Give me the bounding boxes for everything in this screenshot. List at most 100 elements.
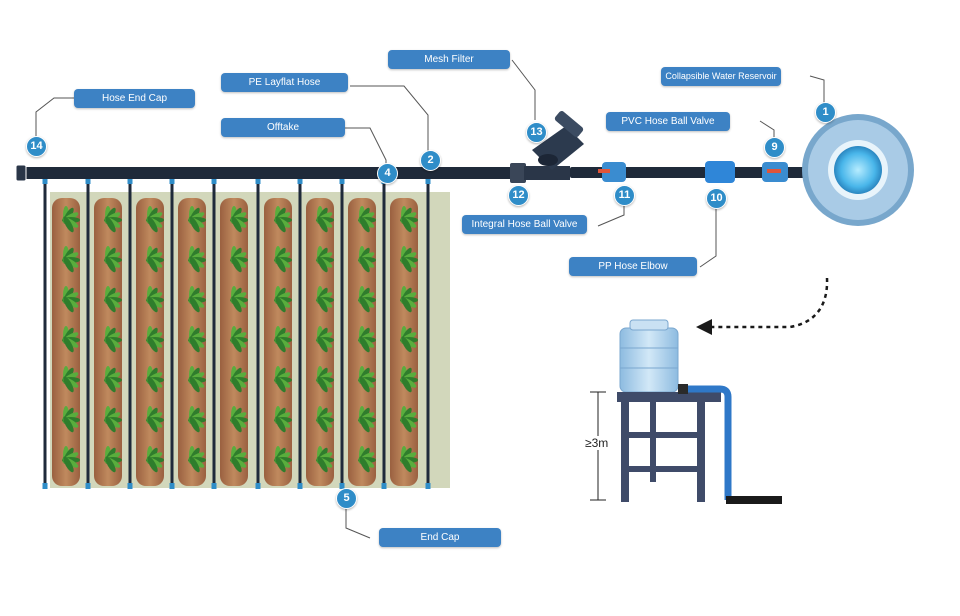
drip-lateral — [298, 178, 302, 486]
badge-2: 2 — [420, 150, 441, 171]
offtake-connector — [127, 177, 133, 184]
plant-icon — [274, 246, 292, 273]
plant-icon — [62, 366, 80, 393]
layflat-hose — [22, 167, 524, 179]
plant-icon — [274, 286, 292, 313]
offtake-connector — [211, 177, 217, 184]
plant-icon — [104, 206, 122, 233]
plant-icon — [188, 286, 206, 313]
integral-valve-icon — [598, 162, 626, 182]
badge-11: 11 — [614, 185, 635, 206]
drip-lateral — [43, 178, 47, 486]
plant-icon — [316, 206, 334, 233]
badge-13: 13 — [526, 122, 547, 143]
offtake-connector — [297, 177, 303, 184]
offtake-connector — [425, 177, 431, 184]
plant-icon — [230, 446, 248, 473]
plant-icon — [274, 366, 292, 393]
drip-lateral — [382, 178, 386, 486]
plant-icon — [230, 286, 248, 313]
label-integral-hose-ball-valve: Integral Hose Ball Valve — [462, 215, 587, 234]
drip-laterals — [42, 177, 431, 489]
plant-icon — [146, 326, 164, 353]
plant-icon — [400, 406, 418, 433]
plant-icon — [104, 246, 122, 273]
callout-9 — [759, 120, 775, 140]
lateral-end-cap — [381, 483, 387, 489]
lateral-end-cap — [255, 483, 261, 489]
plant-icon — [358, 406, 376, 433]
plant-icon — [188, 446, 206, 473]
label-pp-hose-elbow: PP Hose Elbow — [569, 257, 697, 276]
lateral-end-cap — [297, 483, 303, 489]
lateral-end-cap — [42, 483, 48, 489]
label-end-cap: End Cap — [379, 528, 501, 547]
callout-14 — [35, 97, 76, 143]
plant-icon — [358, 246, 376, 273]
drip-lateral — [128, 178, 132, 486]
callout-13 — [511, 59, 536, 120]
plant-icon — [146, 446, 164, 473]
callout-2 — [350, 85, 429, 157]
plant-icon — [274, 446, 292, 473]
plant-icon — [104, 286, 122, 313]
pp-elbow-icon — [705, 161, 735, 183]
plant-icon — [358, 326, 376, 353]
plant-icon — [146, 366, 164, 393]
hose-end-cap — [15, 164, 27, 182]
plants — [62, 206, 418, 473]
drip-lateral — [256, 178, 260, 486]
plant-icon — [146, 206, 164, 233]
label-pe-layflat-hose: PE Layflat Hose — [221, 73, 348, 92]
label-collapsible-water-reservoir: Collapsible Water Reservoir — [661, 67, 781, 86]
plant-icon — [400, 326, 418, 353]
plant-icon — [316, 406, 334, 433]
lateral-end-cap — [425, 483, 431, 489]
plant-icon — [358, 286, 376, 313]
plant-icon — [188, 366, 206, 393]
callout-11 — [597, 202, 625, 227]
plant-icon — [400, 366, 418, 393]
offtake-connector — [85, 177, 91, 184]
label-offtake: Offtake — [221, 118, 345, 137]
drip-lateral — [426, 178, 430, 486]
plant-icon — [316, 326, 334, 353]
plant-icon — [146, 286, 164, 313]
plant-icon — [146, 406, 164, 433]
offtake-connector — [339, 177, 345, 184]
collapsible-reservoir-icon — [802, 114, 914, 226]
drip-lateral — [86, 178, 90, 486]
plant-icon — [274, 326, 292, 353]
plant-icon — [316, 366, 334, 393]
plant-icon — [104, 446, 122, 473]
plant-icon — [62, 206, 80, 233]
plant-icon — [230, 406, 248, 433]
plant-icon — [400, 206, 418, 233]
plant-icon — [316, 246, 334, 273]
drip-lateral — [340, 178, 344, 486]
label-pvc-hose-ball-valve: PVC Hose Ball Valve — [606, 112, 730, 131]
plant-icon — [62, 246, 80, 273]
offtake-connector — [42, 177, 48, 184]
badge-9: 9 — [764, 137, 785, 158]
plant-icon — [400, 246, 418, 273]
water-tank-icon — [619, 327, 679, 393]
lateral-end-cap — [85, 483, 91, 489]
callout-10 — [699, 207, 717, 268]
plant-icon — [358, 206, 376, 233]
badge-10: 10 — [706, 188, 727, 209]
tower-height-label: ≥3m — [585, 436, 609, 450]
callout-5 — [345, 506, 371, 539]
lateral-end-cap — [127, 483, 133, 489]
mesh-filter-icon — [524, 110, 584, 180]
plant-icon — [400, 286, 418, 313]
offtake-connector — [255, 177, 261, 184]
plant-icon — [62, 406, 80, 433]
plant-icon — [104, 366, 122, 393]
plant-icon — [188, 406, 206, 433]
label-mesh-filter: Mesh Filter — [388, 50, 510, 69]
drip-lateral — [170, 178, 174, 486]
lateral-end-cap — [211, 483, 217, 489]
